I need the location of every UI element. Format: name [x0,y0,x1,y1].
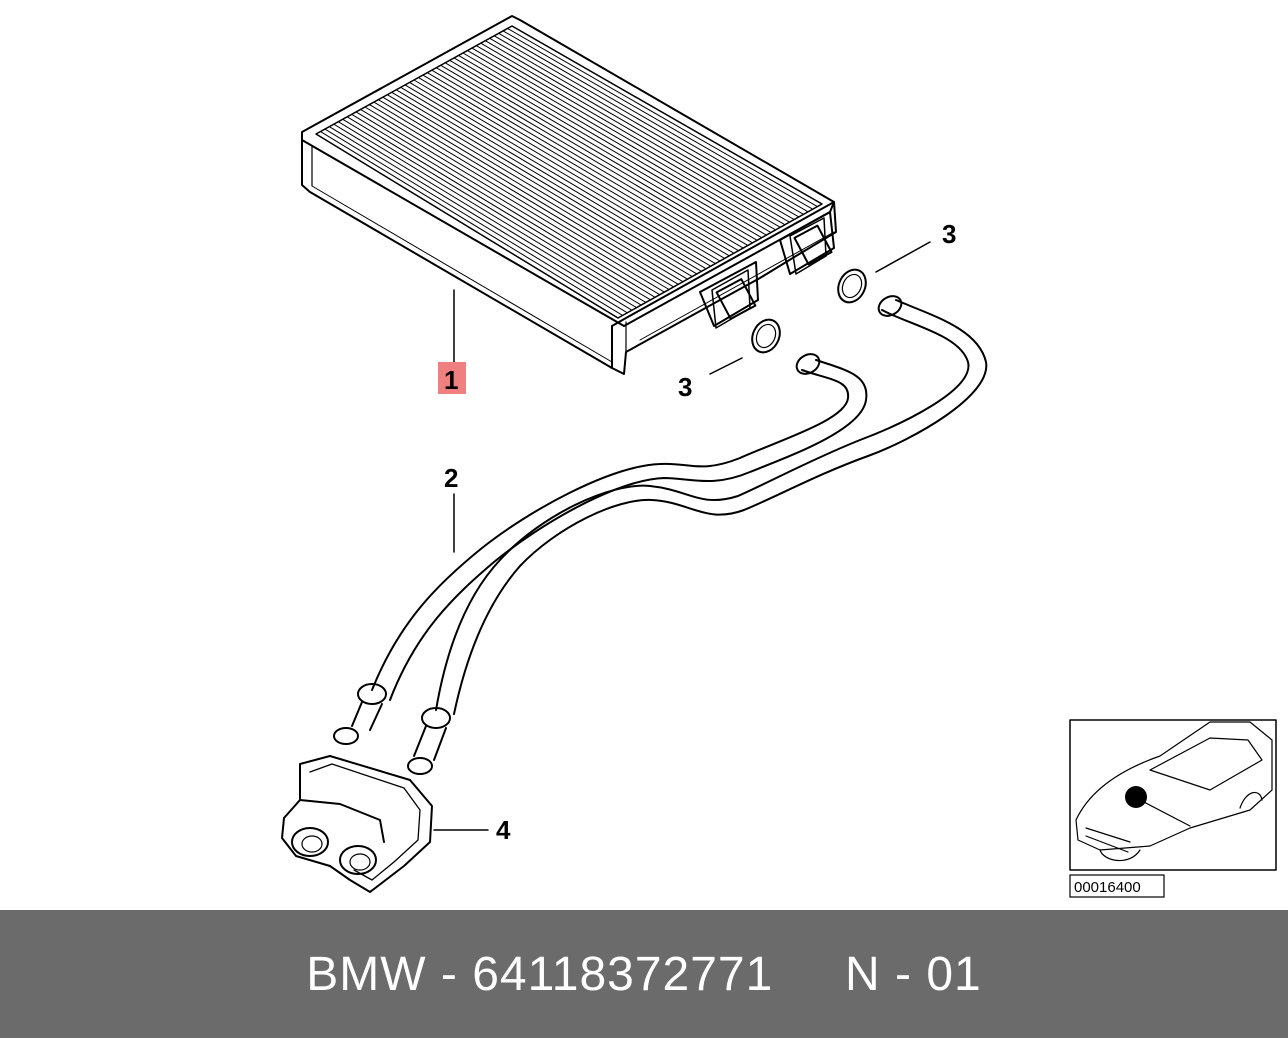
footer-part-number: 64118372771 [472,947,774,1001]
callout-3-lower: 3 [678,372,692,402]
fin-line [444,62,753,244]
hose-pipes-drawing [333,295,988,775]
fin-line [360,108,665,293]
fin-line [440,64,749,246]
fin-line [351,113,656,298]
fin-line [449,59,758,241]
fin-line [507,27,818,208]
fin-line [333,123,638,309]
footer-note: N - 01 [845,947,982,1001]
fin-line [355,111,661,296]
callout-2: 2 [444,463,458,493]
parts-diagram: 00016400 1 2 3 3 4 [281,15,1277,898]
fin-line [364,106,670,290]
fin-line [386,94,693,278]
fin-line [422,74,730,257]
fin-line [458,54,767,236]
heater-core-drawing [301,15,837,375]
fin-line [400,86,707,270]
fin-line [480,42,791,223]
location-inset [1069,719,1277,871]
callout-highlight [438,362,466,394]
fin-line [368,104,675,288]
fin-line [377,99,684,283]
fin-line [324,128,628,314]
fin-line [484,40,795,221]
fin-line [409,81,716,265]
fin-line [493,35,804,215]
o-rings-drawing [751,268,867,354]
fin-line [475,45,786,226]
fin-line [453,57,763,239]
fin-line [382,96,689,280]
heater-core-ports [699,211,835,329]
heater-core-fins [319,27,818,316]
fin-line [426,72,735,254]
fin-line [328,126,633,311]
fin-line [342,118,647,303]
fin-line [489,37,800,218]
sedan-outline-icon [1075,721,1273,862]
callout-1: 1 [444,365,458,395]
fin-line [502,30,814,210]
fin-line [431,69,740,252]
fin-line [471,47,781,228]
fin-line [413,79,721,262]
footer-caption: BMW - 64118372771 N - 01 [306,947,981,1002]
footer-separator: - [440,947,458,1001]
gasket-drawing [281,755,433,893]
fin-line [373,101,679,285]
fin-line [395,89,702,272]
fin-line [346,116,651,301]
fin-line [337,121,642,306]
location-dot-icon [1125,786,1147,808]
callout-4: 4 [496,815,511,845]
fin-line [404,84,712,267]
inset-code: 00016400 [1074,879,1141,896]
fin-line [466,50,777,231]
leader-lines [433,241,931,831]
fin-line [417,77,726,259]
callout-3-upper: 3 [942,219,956,249]
fin-line [391,91,698,275]
footer-bar: BMW - 64118372771 N - 01 [0,910,1288,1038]
footer-brand: BMW [306,947,427,1001]
fin-line [435,67,744,249]
fin-line [498,32,809,213]
fin-line [462,52,772,233]
fin-line [319,131,624,316]
